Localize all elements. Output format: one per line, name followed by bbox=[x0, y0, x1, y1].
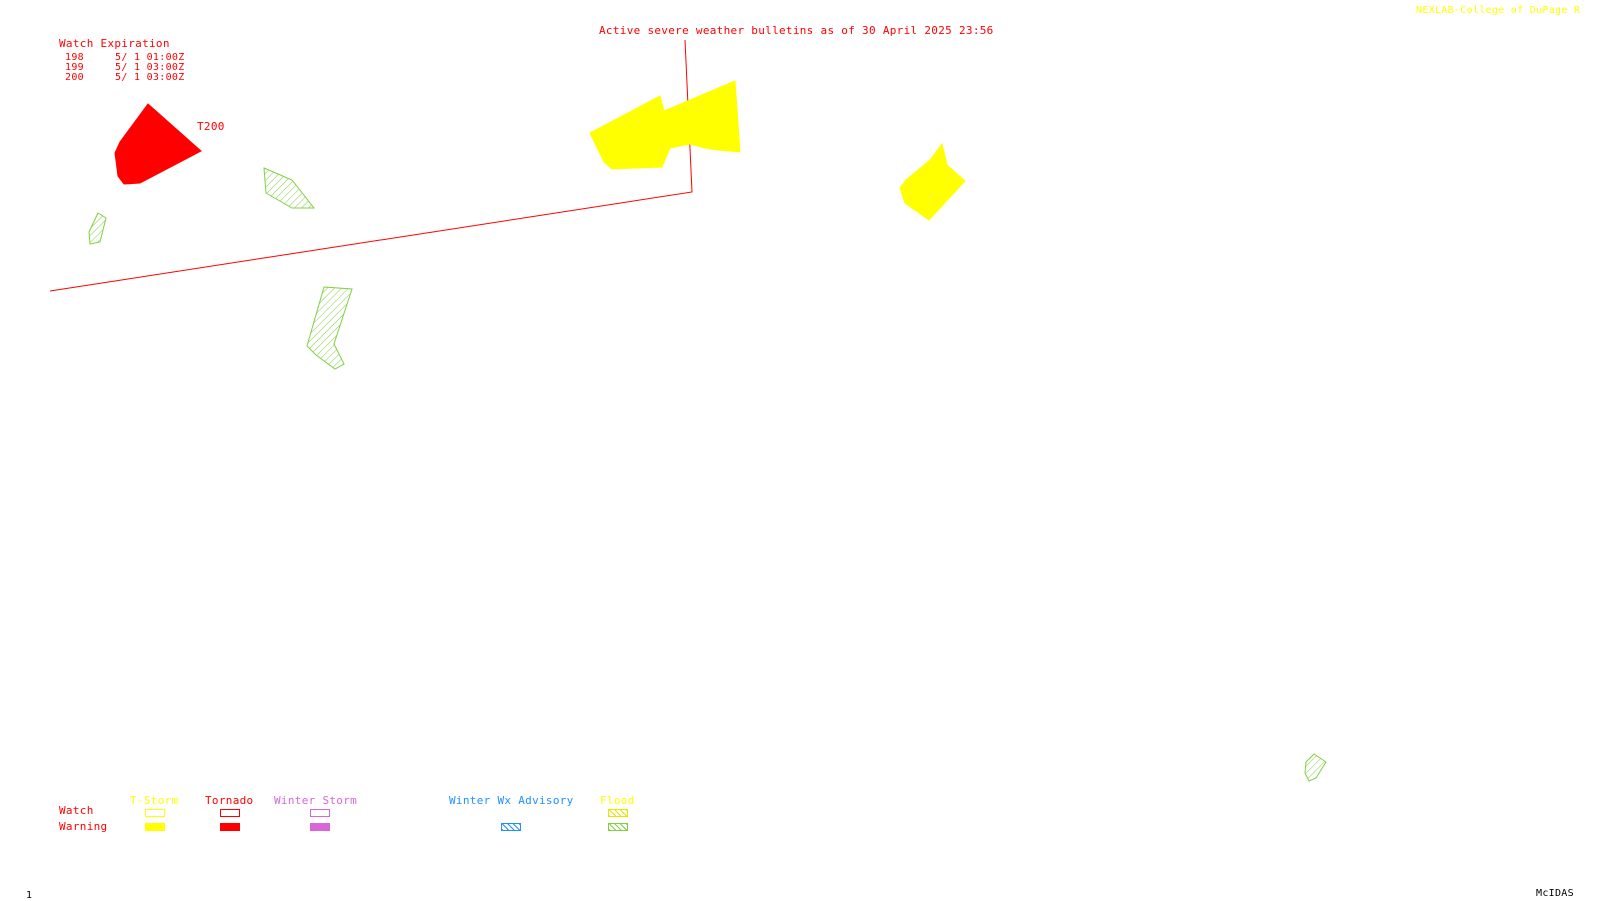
credit-label: NEXLAB-College of DuPage R bbox=[1416, 5, 1581, 16]
watch-row-expires: 5/ 1 03:00Z bbox=[115, 62, 185, 73]
flood-warning-polygon bbox=[1304, 753, 1327, 782]
flood-warning-polygon bbox=[306, 286, 353, 370]
legend-row-warning: Warning bbox=[59, 820, 108, 833]
watch-row-expires: 5/ 1 01:00Z bbox=[115, 52, 185, 63]
legend-winter-storm-label: Winter Storm bbox=[274, 794, 358, 807]
legend-row-watch: Watch bbox=[59, 804, 94, 817]
software-label: McIDAS bbox=[1536, 888, 1574, 899]
watch-expiration-heading: Watch Expiration bbox=[59, 37, 170, 50]
legend-winter-storm-warning-swatch bbox=[310, 823, 330, 831]
legend-flood-warning-swatch bbox=[608, 823, 628, 831]
watch-row-id: 199 bbox=[65, 62, 84, 73]
tstorm-warning-polygon bbox=[589, 80, 741, 170]
legend-tornado-warning-swatch bbox=[220, 823, 240, 831]
legend-tstorm-watch-swatch bbox=[145, 809, 165, 817]
frame-number: 1 bbox=[26, 890, 33, 901]
legend-flood-watch-swatch bbox=[608, 809, 628, 817]
tstorm-warning-polygon bbox=[899, 142, 966, 221]
legend-tornado-watch-swatch bbox=[220, 809, 240, 817]
watch-row-expires: 5/ 1 03:00Z bbox=[115, 72, 185, 83]
legend-flood-label: Flood bbox=[600, 794, 635, 807]
legend-tstorm-label: T-Storm bbox=[130, 794, 179, 807]
watch-row-id: 200 bbox=[65, 72, 84, 83]
legend-winter-advisory-swatch bbox=[501, 823, 521, 831]
bulletin-title: Active severe weather bulletins as of 30… bbox=[599, 24, 994, 37]
legend-winter-storm-watch-swatch bbox=[310, 809, 330, 817]
flood-warning-polygon bbox=[263, 167, 316, 209]
watch-row-id: 198 bbox=[65, 52, 84, 63]
tornado-watch-label: T200 bbox=[197, 120, 225, 133]
legend-winter-advisory-label: Winter Wx Advisory bbox=[449, 794, 574, 807]
tornado-warning-polygon bbox=[114, 103, 202, 185]
legend-tstorm-warning-swatch bbox=[145, 823, 165, 831]
tornado-watch-outline bbox=[49, 39, 693, 292]
flood-warning-polygon bbox=[88, 212, 107, 245]
legend-tornado-label: Tornado bbox=[205, 794, 254, 807]
